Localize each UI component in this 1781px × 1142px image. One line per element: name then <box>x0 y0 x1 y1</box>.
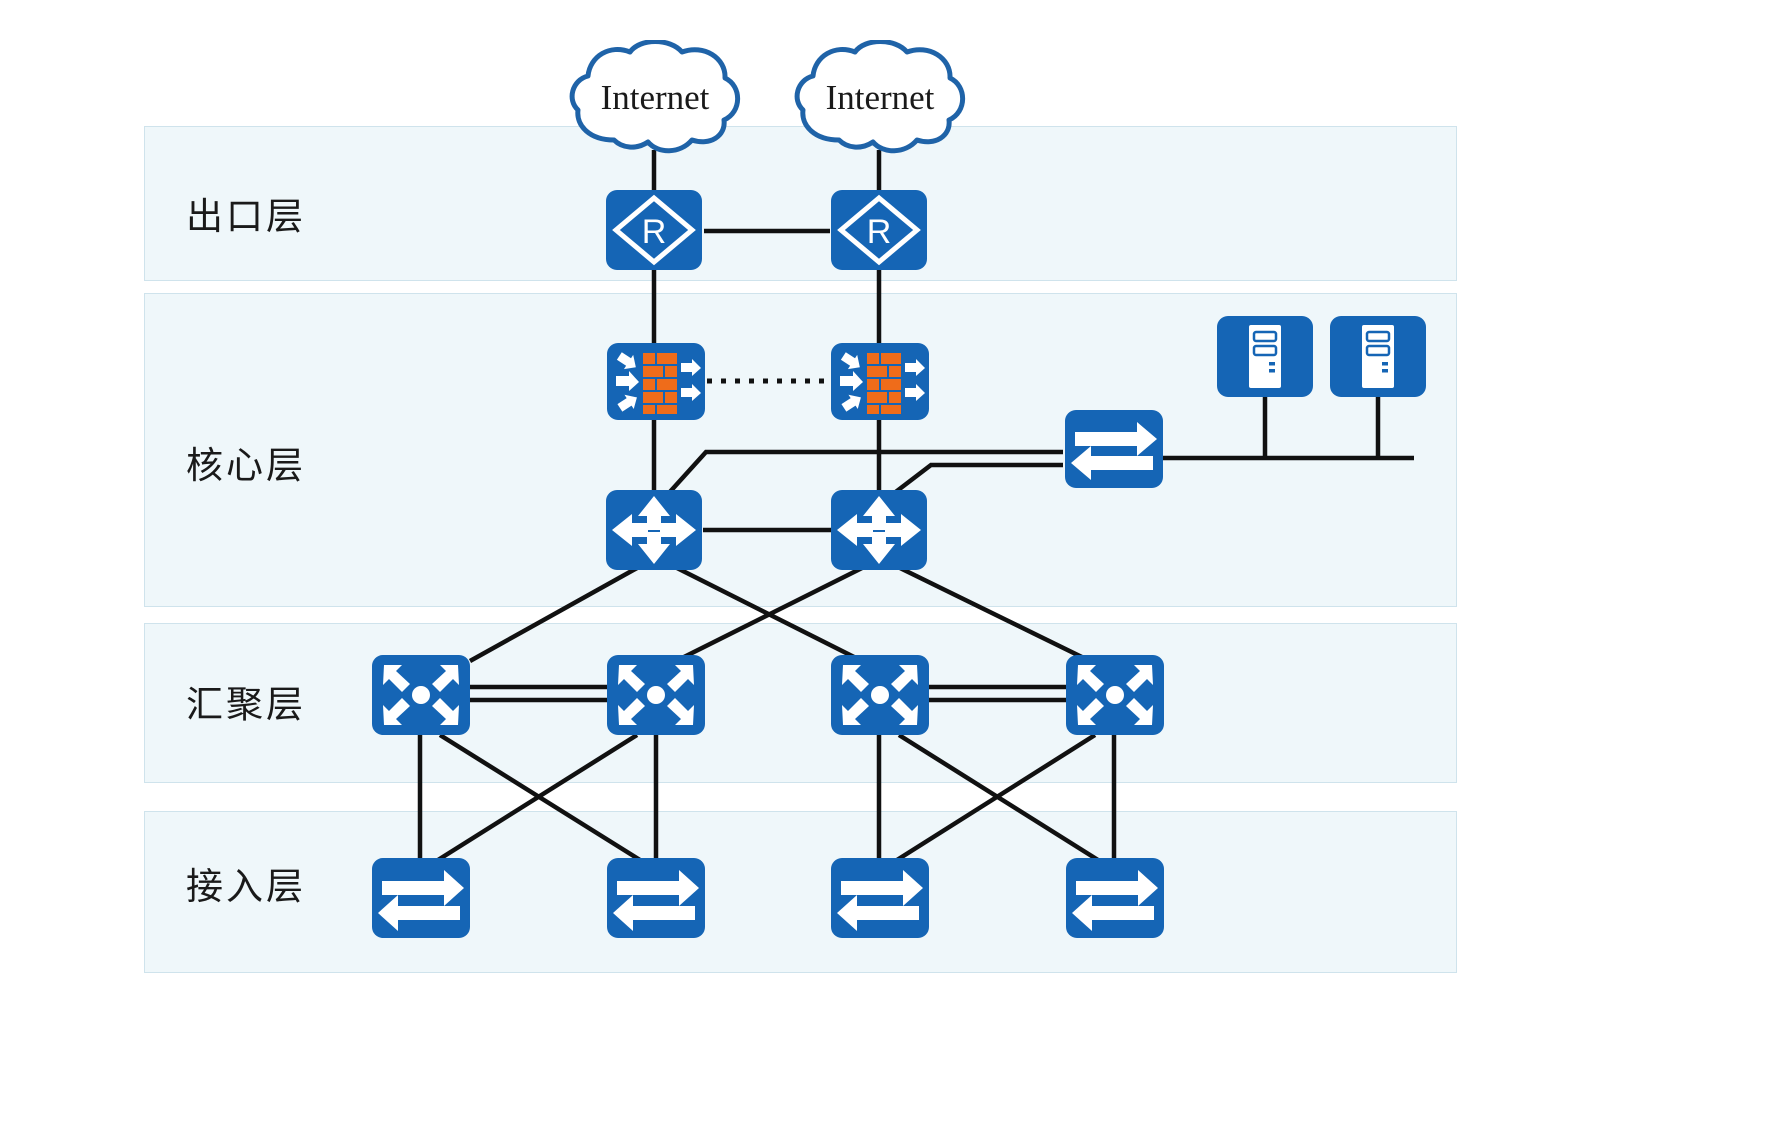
server-1[interactable] <box>1217 316 1313 397</box>
access-switch-4[interactable] <box>1066 858 1164 938</box>
router-2[interactable]: R <box>831 190 927 270</box>
agg-switch-3[interactable] <box>831 655 929 735</box>
aggregation-switch-icon <box>1077 665 1153 725</box>
access-switch-1[interactable] <box>372 858 470 938</box>
server-icon <box>1249 325 1281 388</box>
server-switch[interactable] <box>1065 410 1163 488</box>
aggregation-switch-icon <box>842 665 918 725</box>
cloud-icon <box>569 39 741 154</box>
firewall-icon <box>840 352 925 414</box>
agg-switch-4[interactable] <box>1066 655 1164 735</box>
l2-switch-icon <box>613 870 699 931</box>
access-switch-3[interactable] <box>831 858 929 938</box>
aggregation-switch-icon <box>618 665 694 725</box>
l2-switch-icon <box>837 870 923 931</box>
layer-label-core: 核心层 <box>186 445 306 486</box>
router-icon: R <box>837 194 921 266</box>
firewall-icon <box>616 352 701 414</box>
firewall-2[interactable] <box>831 343 929 420</box>
cloud-icon <box>794 39 966 154</box>
core-switch-2[interactable] <box>831 490 927 570</box>
internet-cloud-1: Internet <box>562 39 748 155</box>
l3-switch-icon <box>837 496 921 564</box>
layer-band-aggregation <box>144 623 1457 783</box>
layer-label-access: 接入层 <box>186 866 306 907</box>
agg-switch-1[interactable] <box>372 655 470 735</box>
layer-band-egress <box>144 126 1457 281</box>
svg-text:R: R <box>867 213 892 251</box>
l3-switch-icon <box>612 496 696 564</box>
internet-cloud-2: Internet <box>787 39 973 155</box>
firewall-1[interactable] <box>607 343 705 420</box>
access-switch-2[interactable] <box>607 858 705 938</box>
layer-label-aggregation: 汇聚层 <box>186 684 306 725</box>
aggregation-switch-icon <box>383 665 459 725</box>
l2-switch-icon <box>1072 870 1158 931</box>
server-icon <box>1362 325 1394 388</box>
core-switch-1[interactable] <box>606 490 702 570</box>
layer-label-egress: 出口层 <box>186 196 306 237</box>
svg-text:R: R <box>642 213 667 251</box>
l2-switch-icon <box>378 870 464 931</box>
l2-switch-icon <box>1071 422 1157 480</box>
agg-switch-2[interactable] <box>607 655 705 735</box>
router-icon: R <box>612 194 696 266</box>
layer-band-access <box>144 811 1457 973</box>
server-2[interactable] <box>1330 316 1426 397</box>
router-1[interactable]: R <box>606 190 702 270</box>
